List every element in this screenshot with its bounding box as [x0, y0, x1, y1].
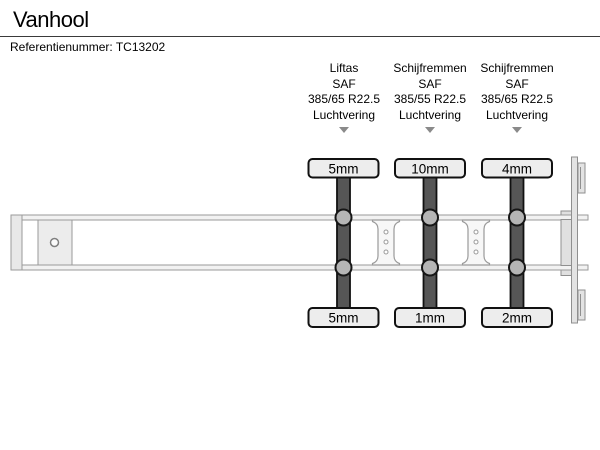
bracket-rivet	[473, 229, 479, 235]
tire-tread-label-top	[307, 158, 380, 179]
axle-info-column-3: Schijfremmen SAF 385/65 R22.5 Luchtverin…	[452, 61, 582, 133]
tire-tread-label-top	[481, 158, 553, 179]
axle-tire-size-label: 385/65 R22.5	[307, 92, 381, 106]
down-arrow-icon	[512, 127, 522, 133]
tread-value-bottom: 1mm	[415, 311, 445, 326]
axle-info-column-1: Liftas SAF 385/65 R22.5 Luchtvering	[279, 61, 409, 133]
tread-value-top: 10mm	[411, 162, 449, 177]
wheel-hub-bottom	[508, 258, 526, 277]
rear-bumper-bar	[571, 156, 578, 324]
axle-suspension-label: Luchtvering	[485, 107, 549, 122]
tread-value-top: 5mm	[329, 162, 359, 177]
chassis-rail-bottom	[10, 264, 589, 271]
wheel-hub-top	[508, 208, 526, 227]
axle-1: 5mm 5mm	[307, 158, 380, 328]
axle-suspension-label: Luchtvering	[312, 107, 376, 122]
rear-light-plate-bottom	[577, 289, 586, 321]
axle-brand-label: SAF	[418, 76, 442, 91]
axle-type-label: Schijfremmen	[480, 61, 554, 75]
bracket-rivet	[383, 249, 389, 255]
axle-brand-label: SAF	[505, 76, 529, 91]
bracket-rivet	[383, 239, 389, 245]
bracket-rivet	[473, 249, 479, 255]
wheel-hub-top	[334, 208, 353, 227]
wheel-hub-bottom	[334, 258, 353, 277]
tire-tread-label-bottom	[307, 307, 380, 328]
tire-tread-label-bottom	[394, 307, 466, 328]
tread-value-bottom: 5mm	[329, 311, 359, 326]
page-title: Vanhool	[13, 7, 89, 32]
axle-brand-label: SAF	[332, 76, 356, 91]
axle-type-label: Liftas	[329, 61, 359, 75]
axle-tire-size-label: 385/65 R22.5	[480, 92, 554, 106]
tread-value-bottom: 2mm	[502, 311, 532, 326]
reference-number: Referentienummer: TC13202	[10, 40, 166, 54]
axle-tire-size-label: 385/55 R22.5	[393, 92, 467, 106]
wheel-hub-top	[421, 208, 439, 227]
chassis-rail-top	[10, 214, 589, 221]
wheel-hub-bottom	[421, 258, 439, 277]
axle-bar	[336, 167, 351, 319]
title-divider	[0, 36, 600, 37]
tread-value-top: 4mm	[502, 162, 532, 177]
axle-info-column-2: Schijfremmen SAF 385/55 R22.5 Luchtverin…	[365, 61, 495, 133]
axle-bar	[422, 167, 438, 319]
axle-bar	[509, 167, 525, 319]
axle-2: 10mm 1mm	[394, 158, 466, 328]
axle-suspension-label: Luchtvering	[398, 107, 462, 122]
bracket-rivet	[473, 239, 479, 245]
tire-tread-label-top	[394, 158, 466, 179]
rear-light-plate-top	[577, 162, 586, 194]
kingpin-circle	[49, 237, 60, 248]
axle-3: 4mm 2mm	[481, 158, 553, 328]
front-end-cap	[10, 214, 23, 271]
bracket-rivet	[383, 229, 389, 235]
axle-type-label: Schijfremmen	[393, 61, 467, 75]
tire-tread-label-bottom	[481, 307, 553, 328]
down-arrow-icon	[425, 127, 435, 133]
down-arrow-icon	[339, 127, 349, 133]
